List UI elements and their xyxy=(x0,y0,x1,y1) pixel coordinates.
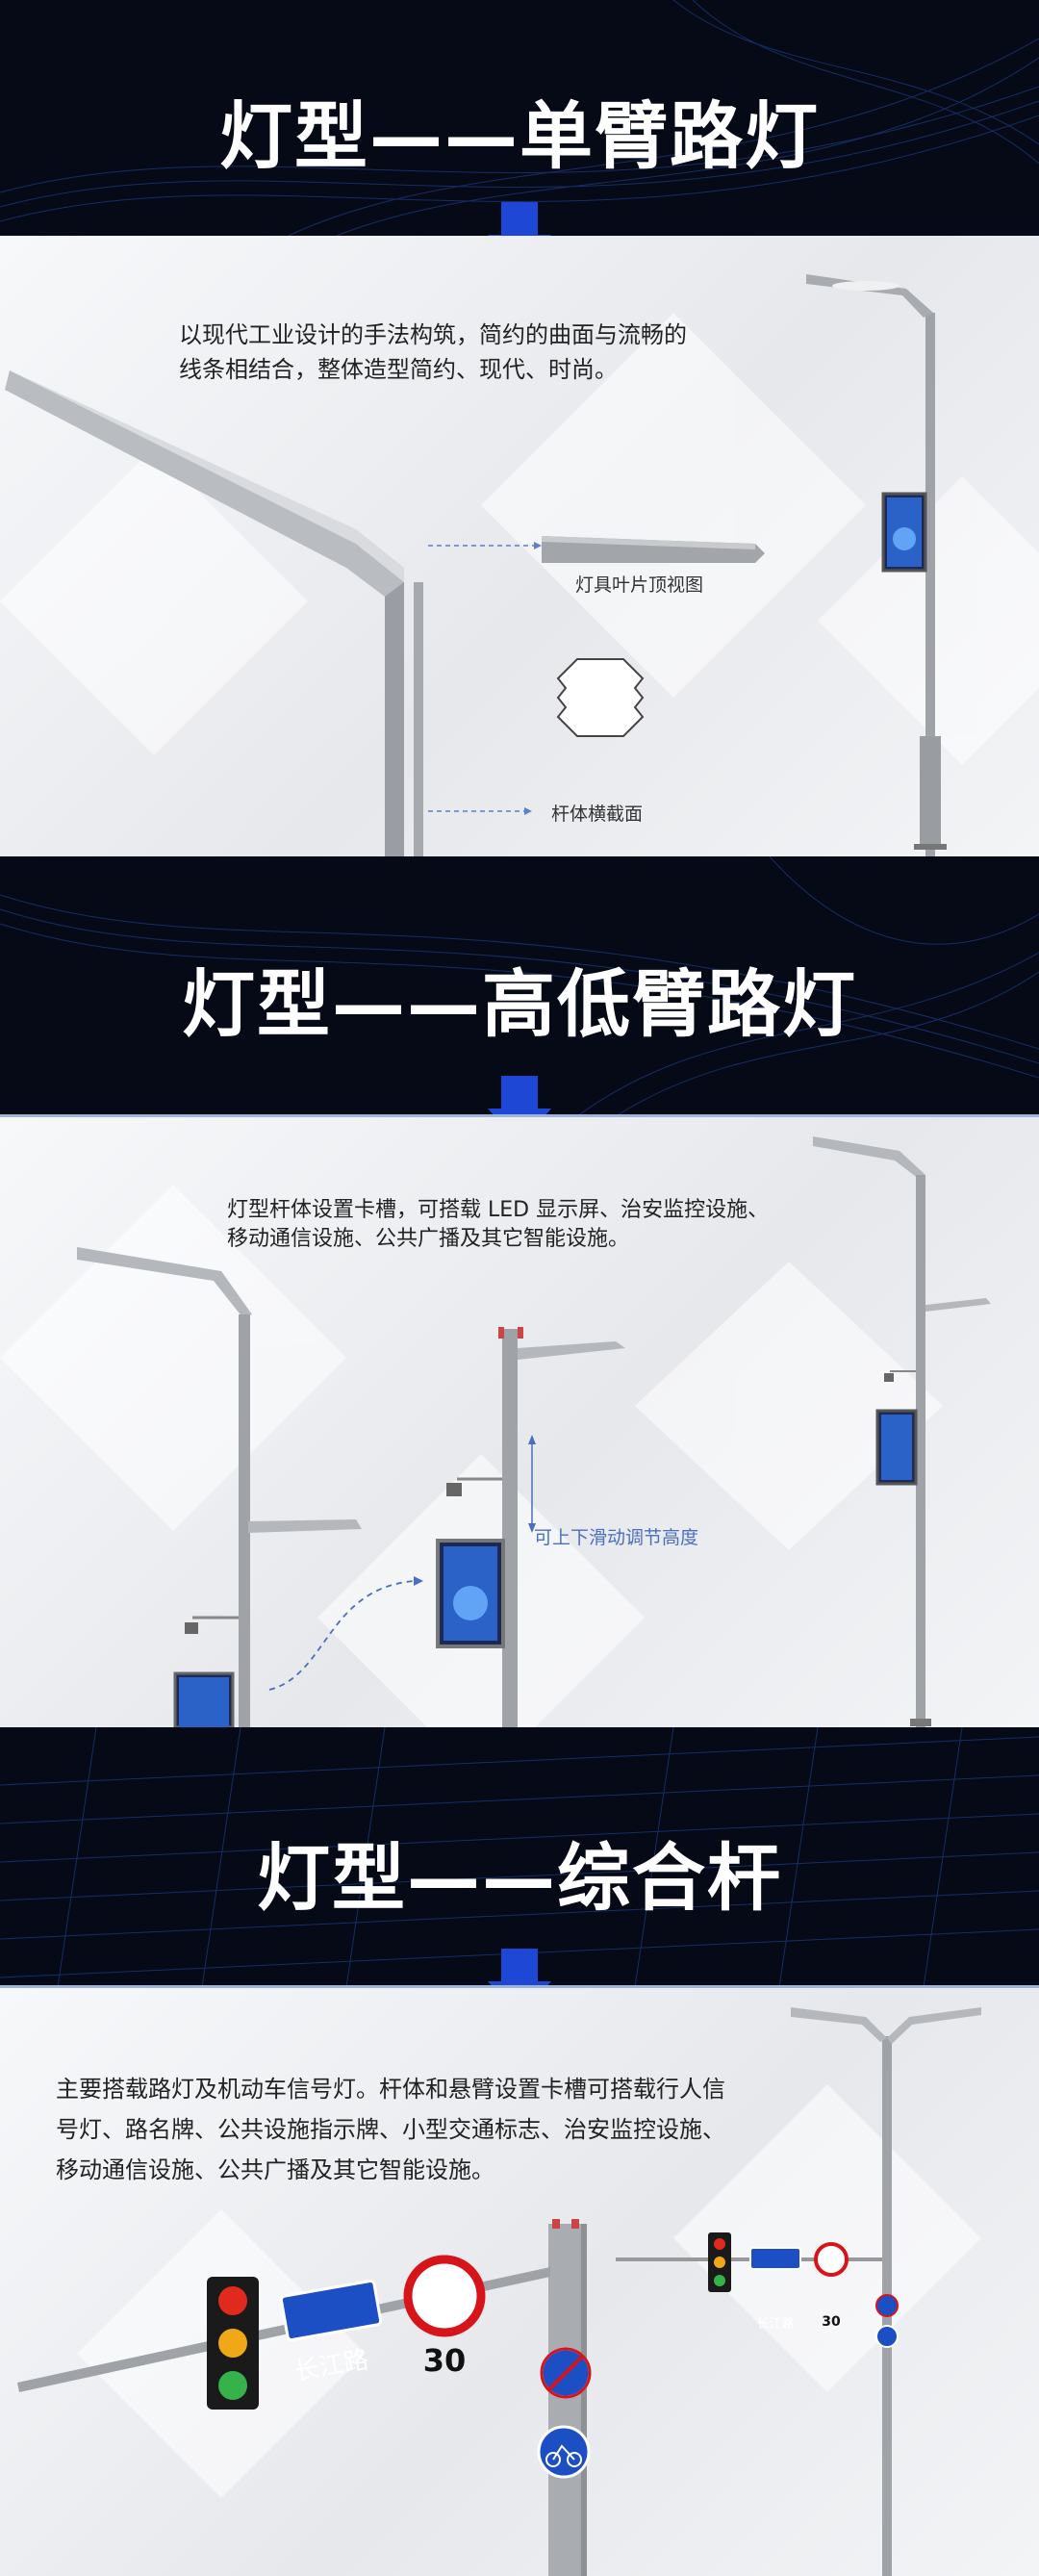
section-description: 灯型杆体设置卡槽，可搭载 LED 显示屏、治安监控设施、 移动通信设施、公共广播… xyxy=(227,1196,900,1254)
lamp-arm-closeup xyxy=(5,370,423,856)
section-2-panel: 灯型杆体设置卡槽，可搭载 LED 显示屏、治安监控设施、 移动通信设施、公共广播… xyxy=(0,1117,1039,1727)
panel-illustration xyxy=(0,1136,991,1727)
section-3-header: 灯型——综合杆 xyxy=(0,1727,1039,1987)
section-description: 主要搭载路灯及机动车信号灯。杆体和悬臂设置卡槽可搭载行人信 号灯、路名牌、公共设… xyxy=(56,2069,902,2190)
wave-background xyxy=(0,856,1039,1116)
description-line: 主要搭载路灯及机动车信号灯。杆体和悬臂设置卡槽可搭载行人信 xyxy=(56,2076,725,2103)
description-line: 移动通信设施、公共广播及其它智能设施。 xyxy=(56,2156,494,2183)
arrow-down-icon xyxy=(488,1949,551,2018)
wave-background xyxy=(0,0,1039,236)
section-title: 灯型——高低臂路灯 xyxy=(182,961,857,1047)
divider xyxy=(0,1985,1039,1988)
description-line: 以现代工业设计的手法构筑，简约的曲面与流畅的 xyxy=(179,321,687,348)
cross-section-label: 杆体横截面 xyxy=(551,803,644,825)
section-title: 灯型——单臂路灯 xyxy=(219,93,820,179)
section-title: 灯型——综合杆 xyxy=(257,1835,782,1921)
speed-limit-sign-small: 30 xyxy=(822,2314,841,2330)
panel-illustration xyxy=(17,2007,981,2576)
description-line: 灯型杆体设置卡槽，可搭载 LED 显示屏、治安监控设施、 xyxy=(227,1198,770,1222)
top-view-label: 灯具叶片顶视图 xyxy=(575,574,704,596)
section-description: 以现代工业设计的手法构筑，简约的曲面与流畅的 线条相结合，整体造型简约、现代、时… xyxy=(179,318,833,387)
section-1-header: 灯型——单臂路灯 xyxy=(0,0,1039,236)
arrow-down-icon xyxy=(488,1076,551,1145)
divider xyxy=(0,1114,1039,1117)
section-2-header: 灯型——高低臂路灯 xyxy=(0,856,1039,1116)
section-3-panel: 主要搭载路灯及机动车信号灯。杆体和悬臂设置卡槽可搭载行人信 号灯、路名牌、公共设… xyxy=(0,1988,1039,2576)
road-name-sign-small: 长江路 xyxy=(756,2317,795,2332)
description-line: 移动通信设施、公共广播及其它智能设施。 xyxy=(227,1227,630,1251)
section-1-panel: 以现代工业设计的手法构筑，简约的曲面与流畅的 线条相结合，整体造型简约、现代、时… xyxy=(0,236,1039,856)
speed-limit-sign: 30 xyxy=(422,2342,467,2379)
panel-illustration xyxy=(0,274,1039,856)
adjust-height-label: 可上下滑动调节高度 xyxy=(534,1527,699,1548)
description-line: 号灯、路名牌、公共设施指示牌、小型交通标志、治安监控设施、 xyxy=(56,2116,725,2143)
description-line: 线条相结合，整体造型简约、现代、时尚。 xyxy=(179,356,618,383)
